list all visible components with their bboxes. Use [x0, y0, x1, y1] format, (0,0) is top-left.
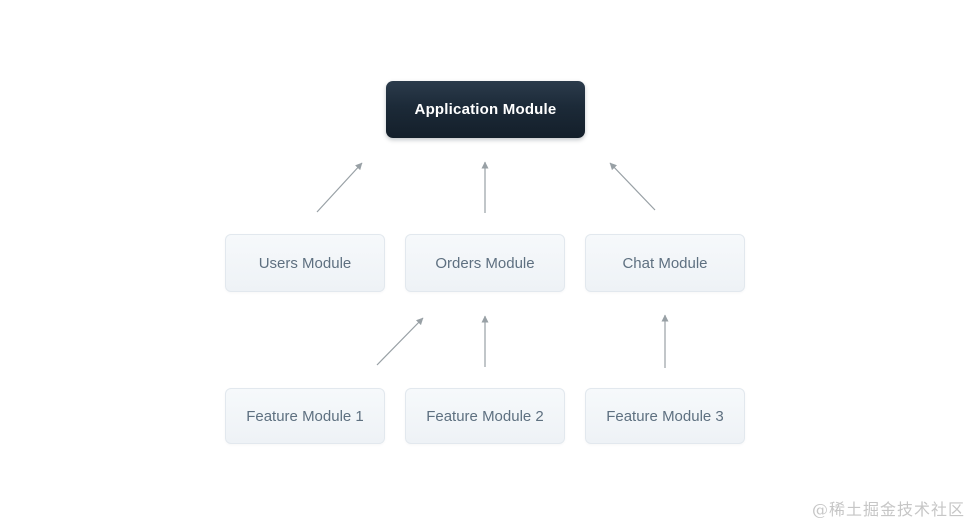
node-orders-module: Orders Module [405, 234, 565, 292]
node-feature-module-2: Feature Module 2 [405, 388, 565, 444]
node-chat-module: Chat Module [585, 234, 745, 292]
arrow-feature1-to-orders [376, 317, 424, 366]
node-feature-module-1: Feature Module 1 [225, 388, 385, 444]
arrow-users-to-application [316, 162, 363, 213]
watermark-text: @稀土掘金技术社区 [811, 500, 965, 519]
node-feature-module-3: Feature Module 3 [585, 388, 745, 444]
node-users-module: Users Module [225, 234, 385, 292]
node-application-module: Application Module [386, 81, 585, 138]
arrow-chat-to-application [609, 162, 656, 211]
